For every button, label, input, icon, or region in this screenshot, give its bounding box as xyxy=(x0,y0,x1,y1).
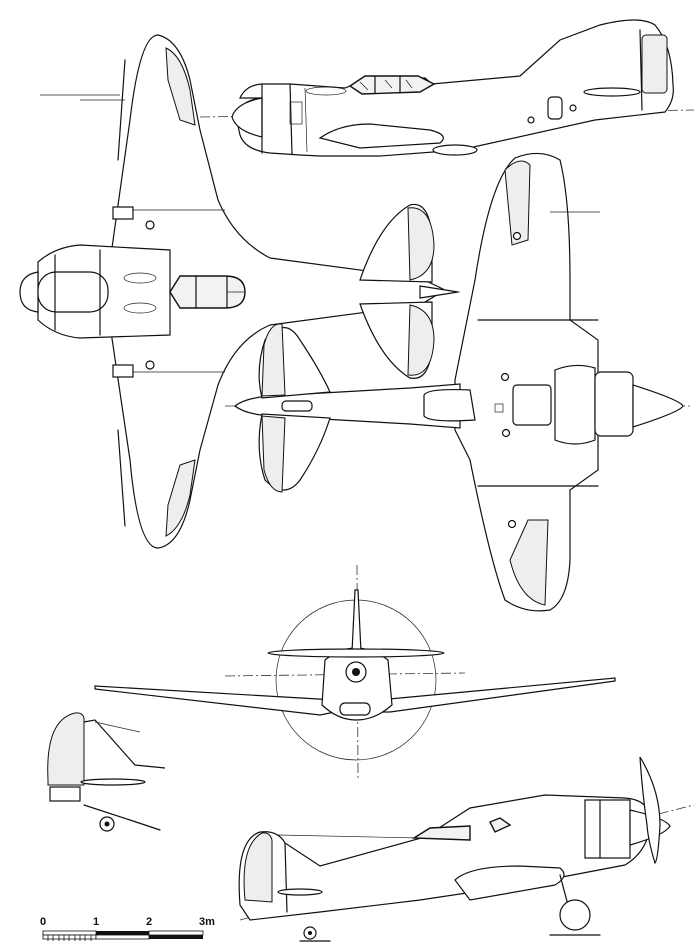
side-view-ground xyxy=(238,756,694,942)
plan-view-bottom xyxy=(225,152,690,612)
scale-label-1: 1 xyxy=(93,916,100,928)
scale-label-3m: 3m xyxy=(199,916,215,928)
scale-bar xyxy=(42,930,204,941)
scale-label-0: 0 xyxy=(40,916,47,928)
plan-view-top xyxy=(19,34,460,549)
side-view-top xyxy=(80,19,694,157)
tail-detail xyxy=(47,712,166,832)
scale-label-2: 2 xyxy=(146,916,153,928)
front-view xyxy=(94,564,616,781)
